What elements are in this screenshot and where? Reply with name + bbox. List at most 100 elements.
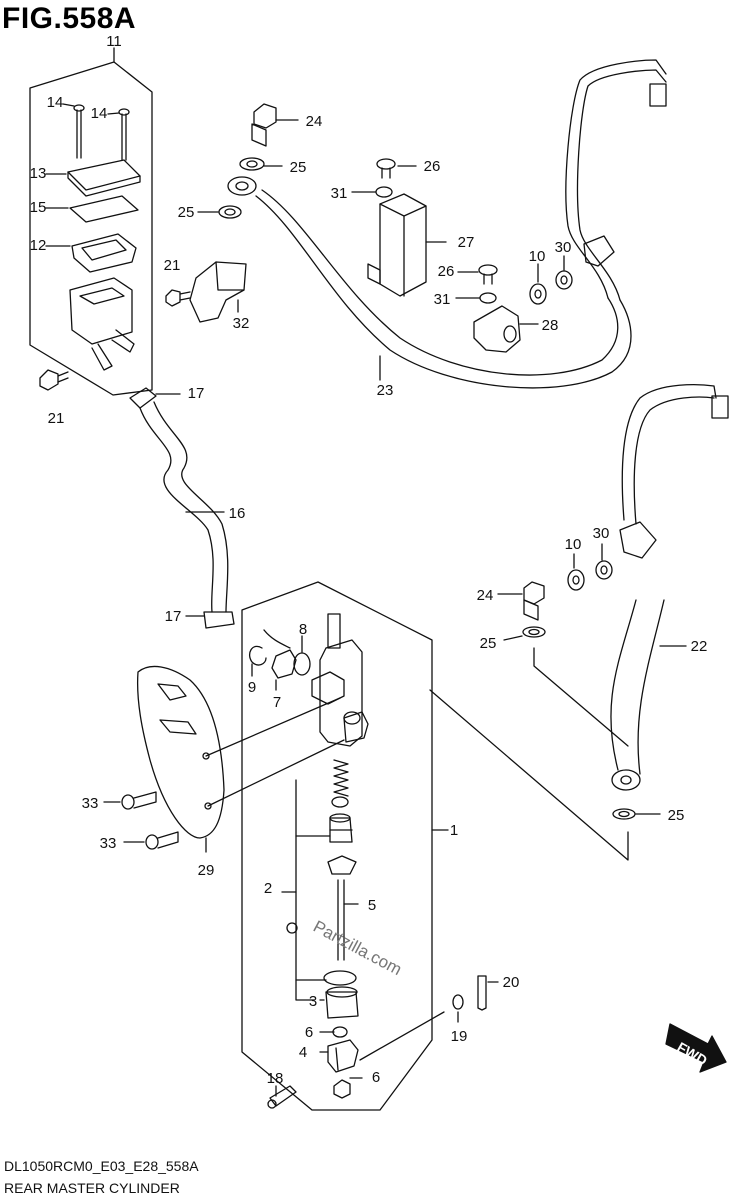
- washer-25a: [239, 157, 265, 171]
- callout-26b: 26: [438, 263, 455, 280]
- brake-pipe-upper: [565, 59, 667, 301]
- washer-25d: [612, 808, 636, 820]
- callout-19: 19: [451, 1028, 468, 1045]
- callout-25b: 25: [178, 204, 195, 221]
- diaphragm-plate: [69, 195, 139, 223]
- piston-spring: [331, 759, 349, 808]
- screw-14b: [107, 108, 130, 161]
- callout-15: 15: [30, 199, 47, 216]
- hose-clamp-17b: [203, 611, 235, 629]
- master-cylinder-outline: [241, 581, 433, 1111]
- callout-27: 27: [458, 234, 475, 251]
- callout-31b: 31: [434, 291, 451, 308]
- watermark: Partzilla.com: [310, 917, 405, 979]
- heel-guard-29: [136, 665, 225, 853]
- snap-ring: [323, 970, 357, 986]
- callout-24a: 24: [306, 113, 323, 130]
- callout-33a: 33: [82, 795, 99, 812]
- bolt-33b: [123, 831, 179, 850]
- cotter-pin-20: [477, 975, 499, 1011]
- bracket-32: [189, 261, 247, 323]
- callout-6a: 6: [305, 1024, 313, 1041]
- bolt-10a: [529, 263, 547, 305]
- washer-19: [452, 994, 464, 1023]
- screw-14a: [62, 103, 85, 159]
- callout-18: 18: [267, 1070, 284, 1087]
- figure-title: FIG.558A: [2, 2, 137, 35]
- brake-pipe-lower: [619, 384, 729, 559]
- piston: [329, 813, 353, 843]
- callout-8: 8: [299, 621, 307, 638]
- circlip-9: [248, 645, 267, 666]
- callout-10b: 10: [565, 536, 582, 553]
- hose-clamp-17a: [129, 387, 157, 409]
- figure-code: DL1050RCM0_E03_E28_558A: [4, 1158, 199, 1174]
- callout-31a: 31: [331, 185, 348, 202]
- hose-cover-27: [367, 193, 447, 297]
- callout-17b: 17: [165, 608, 182, 625]
- callout-13: 13: [30, 165, 47, 182]
- callout-33b: 33: [100, 835, 117, 852]
- callout-6b: 6: [372, 1069, 380, 1086]
- grommet-30a: [555, 270, 573, 290]
- clamp-28: [473, 305, 539, 353]
- washer-31b: [479, 292, 497, 304]
- callout-24b: 24: [477, 587, 494, 604]
- callout-26a: 26: [424, 158, 441, 175]
- bolt-33a: [103, 791, 157, 810]
- washer-25b: [218, 205, 242, 219]
- callout-21a: 21: [48, 410, 65, 427]
- callout-3: 3: [309, 993, 317, 1010]
- callout-4: 4: [299, 1044, 307, 1061]
- callout-14a: 14: [47, 94, 64, 111]
- callout-20: 20: [503, 974, 520, 991]
- bolt-21a: [39, 369, 69, 391]
- pipe-grommet-lower: [619, 521, 657, 559]
- callout-22: 22: [691, 638, 708, 655]
- union-bolt-24a: [251, 103, 299, 147]
- callout-32: 32: [233, 315, 250, 332]
- figure-caption: REAR MASTER CYLINDER: [4, 1180, 180, 1196]
- pin-18: [267, 1085, 297, 1109]
- callout-17a: 17: [188, 385, 205, 402]
- pipe-grommet-upper: [583, 235, 615, 267]
- callout-7: 7: [273, 694, 281, 711]
- bolt-10b: [567, 553, 585, 591]
- callout-10a: 10: [529, 248, 546, 265]
- callout-28: 28: [542, 317, 559, 334]
- callout-29: 29: [198, 862, 215, 879]
- callout-25c: 25: [480, 635, 497, 652]
- callout-9: 9: [248, 679, 256, 696]
- callout-21b: 21: [164, 257, 181, 274]
- callout-1: 1: [450, 822, 458, 839]
- reservoir-diaphragm: [71, 233, 137, 273]
- screw-26b: [457, 264, 498, 285]
- washer-31a: [375, 186, 393, 198]
- callout-25a: 25: [290, 159, 307, 176]
- joint-7: [271, 649, 297, 679]
- screw-26a: [376, 158, 417, 179]
- master-cylinder-body: [311, 613, 369, 747]
- grommet-30b: [595, 560, 613, 580]
- bolt-21b: [165, 289, 191, 307]
- callout-12: 12: [30, 237, 47, 254]
- union-bolt-24b: [497, 581, 545, 621]
- callout-25d: 25: [668, 807, 685, 824]
- callout-23: 23: [377, 382, 394, 399]
- callout-5: 5: [368, 897, 376, 914]
- callout-30a: 30: [555, 239, 572, 256]
- reservoir-cap: [67, 159, 141, 191]
- boot-3: [325, 986, 359, 1019]
- clevis-4: [327, 1039, 359, 1073]
- o-ring-8: [293, 652, 311, 676]
- callout-2: 2: [264, 880, 272, 897]
- brake-hose-22: [610, 599, 687, 791]
- washer-25c: [522, 626, 546, 638]
- callout-30b: 30: [593, 525, 610, 542]
- callout-11: 11: [106, 33, 122, 50]
- fwd-arrow: [665, 1023, 727, 1073]
- reservoir-hose-16: [129, 387, 235, 629]
- nut-6a: [332, 1026, 348, 1038]
